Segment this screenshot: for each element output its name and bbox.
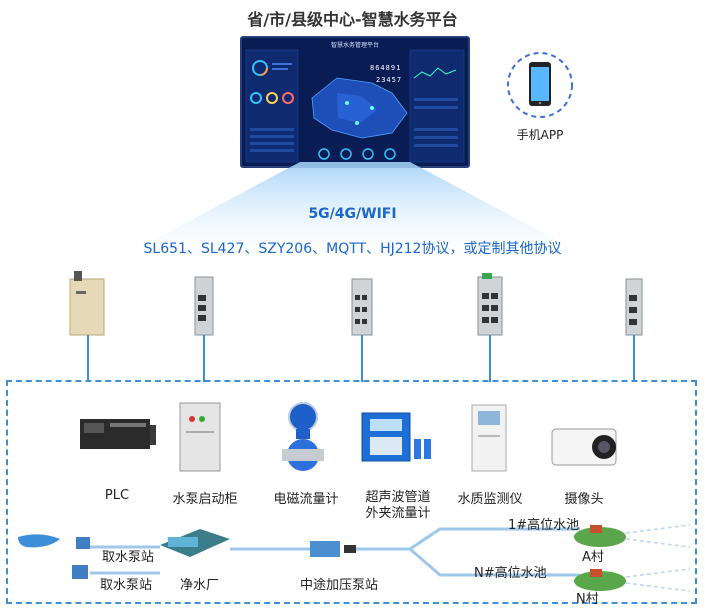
flow-label-village-n: N村 <box>576 592 599 607</box>
gateway-5 <box>625 278 643 336</box>
mobile-phone-icon <box>507 52 573 118</box>
protocol-label: SL651、SL427、SZY206、MQTT、HJ212协议，或定制其他协议 <box>143 241 562 257</box>
dashboard-counter-bottom: 23457 <box>376 76 403 84</box>
device-icons <box>80 402 617 472</box>
flow-label-pool-n: N#高位水池 <box>474 566 547 581</box>
platform-dashboard-screen: 智慧水务管理平台 864891 23457 <box>240 36 470 168</box>
device-label-water-quality: 水质监测仪 <box>457 492 523 507</box>
dashboard-graphics <box>245 49 465 163</box>
flow-label-booster: 中途加压泵站 <box>300 578 379 593</box>
gateway-4 <box>477 273 503 336</box>
water-quality-monitor-icon <box>471 404 507 472</box>
flow-label-plant: 净水厂 <box>180 578 220 593</box>
electromagnetic-flowmeter-icon <box>282 402 324 471</box>
device-label-camera: 摄像头 <box>564 492 604 507</box>
ultrasonic-flowmeter-icon <box>361 412 431 462</box>
flow-label-village-a: A村 <box>582 550 604 565</box>
gateway-1 <box>69 271 105 336</box>
signal-beam <box>120 162 590 258</box>
dashboard-title: 智慧水务管理平台 <box>330 42 379 49</box>
flow-label-intake-1: 取水泵站 <box>102 550 155 565</box>
mobile-app-label: 手机APP <box>516 128 564 142</box>
device-label-pump-cabinet: 水泵启动柜 <box>172 492 238 507</box>
camera-icon <box>551 428 617 466</box>
pump-cabinet-icon <box>179 402 221 472</box>
device-label-ultrasonic-1: 超声波管道 <box>365 490 431 505</box>
gateway-2 <box>194 276 214 336</box>
field-devices-container <box>6 380 697 604</box>
water-flow-diagram <box>18 524 691 592</box>
flow-label-intake-2: 取水泵站 <box>100 578 153 593</box>
gateway-3 <box>351 278 373 336</box>
device-label-plc: PLC <box>104 488 130 503</box>
gateway-row <box>69 271 643 382</box>
network-label: 5G/4G/WIFI <box>308 206 397 222</box>
flow-label-pool-1: 1#高位水池 <box>508 518 580 533</box>
device-label-em-flowmeter: 电磁流量计 <box>273 492 339 507</box>
dashboard-counter-top: 864891 <box>370 64 402 72</box>
plc-icon <box>80 419 156 449</box>
device-label-ultrasonic-2: 外夹流量计 <box>365 506 431 521</box>
page-title: 省/市/县级中心-智慧水务平台 <box>247 10 458 29</box>
